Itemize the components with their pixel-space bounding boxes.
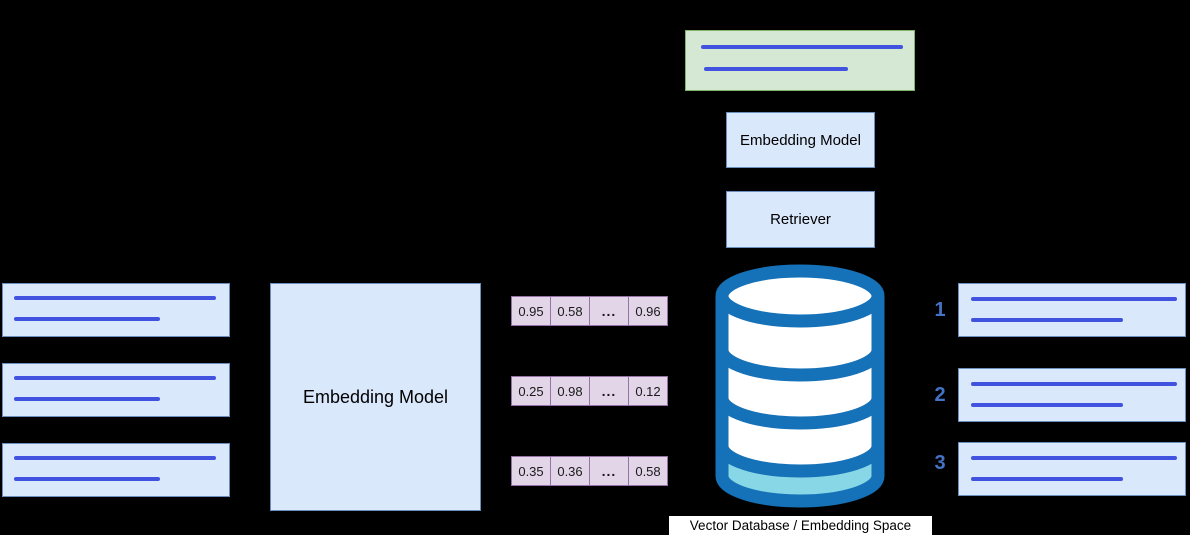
vector-cell: 0.12 xyxy=(628,376,668,406)
vector-database xyxy=(708,264,892,512)
vector-cell: 0.95 xyxy=(511,296,551,326)
document-2-text-line-1 xyxy=(14,376,216,380)
vector-cell: 0.58 xyxy=(628,456,668,486)
result-rank-3: 3 xyxy=(934,452,946,474)
query-card xyxy=(685,30,915,91)
query-text-line-2 xyxy=(704,67,848,71)
document-1-text-line-2 xyxy=(14,317,160,321)
query-text-line-1 xyxy=(701,45,903,49)
document-2-text-line-2 xyxy=(14,397,160,401)
vector-cell: 0.96 xyxy=(628,296,668,326)
database-cylinder-icon xyxy=(715,264,885,508)
result-3-text-line-2 xyxy=(971,477,1123,481)
vector-row-2: 0.25 0.98 ... 0.12 xyxy=(511,376,668,406)
vector-cell: 0.35 xyxy=(511,456,551,486)
result-rank-2: 2 xyxy=(934,384,946,406)
retriever-label: Retriever xyxy=(770,211,831,228)
embedding-model-label: Embedding Model xyxy=(302,386,449,407)
vector-ellipsis-cell: ... xyxy=(589,296,629,326)
result-2-text-line-1 xyxy=(971,382,1177,386)
result-card-1 xyxy=(958,283,1186,337)
vector-ellipsis-cell: ... xyxy=(589,456,629,486)
retriever-box: Retriever xyxy=(726,191,875,248)
document-3-text-line-1 xyxy=(14,456,216,460)
embedding-model-box: Embedding Model xyxy=(270,283,481,511)
vector-cell: 0.36 xyxy=(550,456,590,486)
database-caption: Vector Database / Embedding Space xyxy=(669,516,932,535)
vector-row-3: 0.35 0.36 ... 0.58 xyxy=(511,456,668,486)
result-2-text-line-2 xyxy=(971,403,1123,407)
document-1-text-line-1 xyxy=(14,296,216,300)
vector-ellipsis-cell: ... xyxy=(589,376,629,406)
vector-row-1: 0.95 0.58 ... 0.96 xyxy=(511,296,668,326)
result-rank-1: 1 xyxy=(934,299,946,321)
document-3-text-line-2 xyxy=(14,477,160,481)
result-card-3 xyxy=(958,442,1186,496)
vector-cell: 0.58 xyxy=(550,296,590,326)
vector-cell: 0.98 xyxy=(550,376,590,406)
result-1-text-line-2 xyxy=(971,318,1123,322)
document-card-3 xyxy=(2,443,230,497)
document-card-2 xyxy=(2,363,230,417)
document-card-1 xyxy=(2,283,230,337)
query-embedding-model-box: Embedding Model xyxy=(726,112,875,168)
query-embedding-model-label: Embedding Model xyxy=(740,131,861,149)
result-1-text-line-1 xyxy=(971,297,1177,301)
result-card-2 xyxy=(958,368,1186,422)
vector-cell: 0.25 xyxy=(511,376,551,406)
result-3-text-line-1 xyxy=(971,456,1177,460)
